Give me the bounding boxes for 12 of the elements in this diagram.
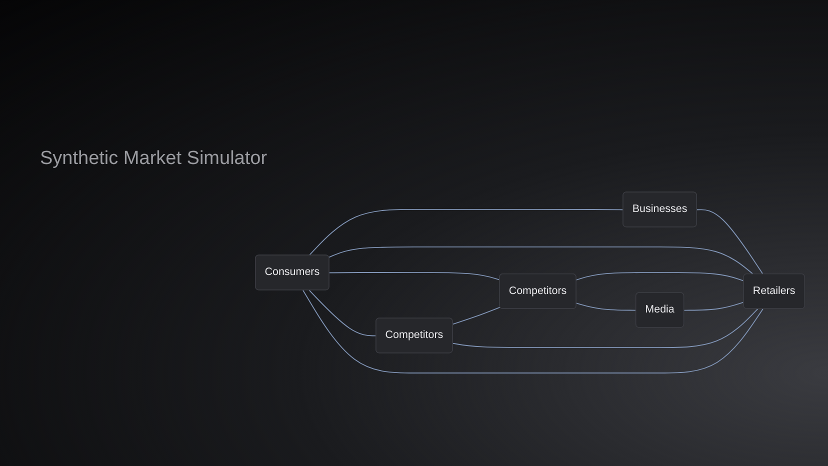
connector xyxy=(302,290,764,374)
connector xyxy=(696,209,764,275)
connector xyxy=(308,208,624,256)
connector xyxy=(452,308,758,348)
connector xyxy=(576,272,744,282)
connector xyxy=(328,272,500,280)
connector xyxy=(328,246,754,275)
connector xyxy=(576,302,637,311)
subtitle: Synthetic Market Simulator xyxy=(40,148,268,170)
connector xyxy=(452,306,501,325)
connector xyxy=(684,302,744,311)
connector xyxy=(308,290,377,336)
